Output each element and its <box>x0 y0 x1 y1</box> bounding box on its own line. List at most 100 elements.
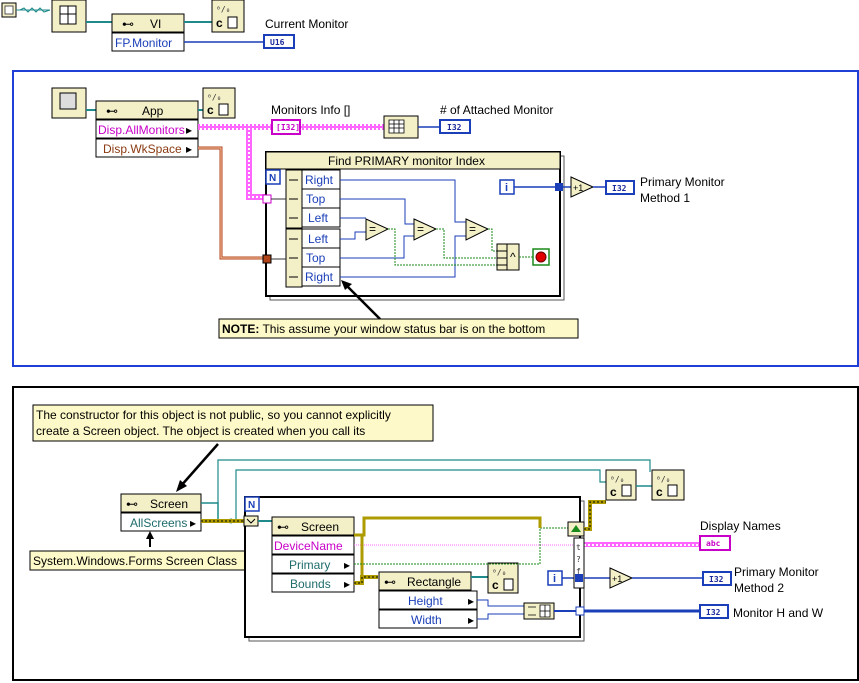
note-text: NOTE: This assume your window status bar… <box>222 322 545 336</box>
allscreens-label: AllScreens <box>130 516 187 530</box>
comment-line2: create a Screen object. The object is cr… <box>36 424 365 438</box>
close-ref-glyph: ⁰/₀ <box>216 5 230 14</box>
loop-n-label: N <box>269 173 276 184</box>
close-ref-doc-icon <box>621 484 632 497</box>
primary-method2-indicator[interactable] <box>702 571 732 586</box>
close-ref-c: c <box>492 578 499 592</box>
i32-label-2: I32 <box>612 184 627 193</box>
arrow-right-icon: ▸ <box>344 558 350 572</box>
close-ref-doc-icon <box>218 103 229 116</box>
increment-node[interactable] <box>570 176 595 198</box>
loop2-i-label: i <box>553 573 556 585</box>
this-vi-glyph <box>60 6 76 24</box>
lower-field-2: Right <box>305 270 334 284</box>
wire-ref-close-top <box>217 459 651 503</box>
attached-monitor-indicator[interactable] <box>439 119 471 134</box>
i32-label-3: I32 <box>706 608 721 617</box>
and-input-lines <box>497 244 508 270</box>
ref-constant-inner <box>4 5 14 15</box>
i32-label: I32 <box>447 123 462 132</box>
array-grid-icon <box>388 119 405 134</box>
upper-field-2: Left <box>308 211 329 225</box>
wire-left <box>340 217 366 240</box>
primary-method2-line1: Primary Monitor <box>734 565 819 579</box>
equal-node-3[interactable] <box>465 218 490 241</box>
monitors-info-array-terminal[interactable] <box>271 119 301 135</box>
panel-1-frame <box>12 70 859 367</box>
primary-method2-line2: Method 2 <box>734 581 784 595</box>
close-ref-glyph: ⁰/₀ <box>610 475 624 484</box>
increment-node-2[interactable] <box>609 567 634 589</box>
wrench-icon: ⊷ <box>106 104 118 118</box>
eq-2: = <box>417 222 424 236</box>
comment-box <box>32 404 434 442</box>
loop2-n-label: N <box>248 500 255 511</box>
close-ref-c: c <box>656 485 663 499</box>
class-arrow-head <box>146 531 154 539</box>
hw-tunnel <box>575 606 585 616</box>
unbundle-arrows <box>289 179 298 219</box>
chevron-down-icon <box>246 518 256 524</box>
wire-allmonitors <box>198 124 274 130</box>
close-ref-c: c <box>207 103 214 117</box>
wire-right-lower <box>340 235 466 278</box>
eq-3: = <box>469 222 476 236</box>
lower-field-0: Left <box>308 232 329 246</box>
comment-line1: The constructor for this object is not p… <box>36 408 391 422</box>
equal-node-1[interactable] <box>365 218 390 241</box>
close-ref-glyph: ⁰/₀ <box>656 475 670 484</box>
wire-top-upper <box>340 198 414 225</box>
upper-field-1: Top <box>306 192 326 206</box>
note-bold: NOTE: <box>222 322 259 336</box>
note-body: This assume your window status bar is on… <box>259 322 545 336</box>
loop-count-terminal[interactable] <box>265 169 281 185</box>
screen-class-label: System.Windows.Forms Screen Class <box>33 554 237 568</box>
panel-2: The constructor for this object is not p… <box>29 404 824 642</box>
bool-wire-3 <box>488 228 497 252</box>
lower-field-1: Top <box>306 251 326 265</box>
vi-node-label: VI <box>150 17 161 31</box>
comment-arrow-head <box>176 480 187 492</box>
arrow-right-icon: ▸ <box>190 516 196 530</box>
display-names-indicator[interactable] <box>699 535 731 551</box>
wire-screen-out <box>584 500 606 531</box>
wire-devicename-out <box>584 542 700 547</box>
wire-allmonitors-2 <box>300 124 386 130</box>
screen-node-label: Screen <box>150 497 188 511</box>
arrow-right-icon: ▸ <box>468 613 474 627</box>
rectangle-node-header[interactable] <box>378 571 472 591</box>
disp-allmonitors-label: Disp.AllMonitors <box>98 123 185 137</box>
current-monitor-indicator[interactable] <box>263 34 295 49</box>
wire-primary-bool <box>354 527 568 565</box>
display-names-label: Display Names <box>700 519 781 533</box>
screen-field-0: DeviceName <box>274 539 343 553</box>
app-ref-inner <box>59 92 77 110</box>
select-node[interactable] <box>573 537 585 589</box>
compound-and-node[interactable] <box>496 243 520 271</box>
wire-wavy <box>19 7 51 13</box>
unbundle-arrows <box>289 238 298 278</box>
app-node-label: App <box>142 104 164 118</box>
wire-bounds-dash <box>354 576 378 584</box>
attached-monitor-label: # of Attached Monitor <box>440 103 553 117</box>
plus-one-label-2: +1 <box>612 574 622 584</box>
rect-node-label: Rectangle <box>407 575 461 589</box>
monitors-info-glyph: [I32] <box>276 123 300 132</box>
loop2-count-terminal[interactable] <box>244 496 260 512</box>
primary-method1-line1: Primary Monitor <box>640 175 725 189</box>
disp-wkspace-label: Disp.WkSpace <box>103 142 182 156</box>
select-f: f <box>576 567 581 576</box>
wire-allmonitors-down <box>246 124 252 200</box>
close-ref-glyph: ⁰/₀ <box>492 568 506 577</box>
auto-index-tunnel <box>243 515 259 527</box>
bool-wire-1 <box>388 228 497 266</box>
screen-instance-header[interactable] <box>271 516 355 536</box>
equal-node-2[interactable] <box>413 218 438 241</box>
abc-label: abc <box>706 539 721 548</box>
monitor-hw-indicator[interactable] <box>699 604 729 619</box>
screen-node2-label: Screen <box>301 520 339 534</box>
primary-method1-indicator[interactable] <box>605 180 635 195</box>
upper-field-0: Right <box>305 173 334 187</box>
screen-field-1: Primary <box>289 558 330 572</box>
